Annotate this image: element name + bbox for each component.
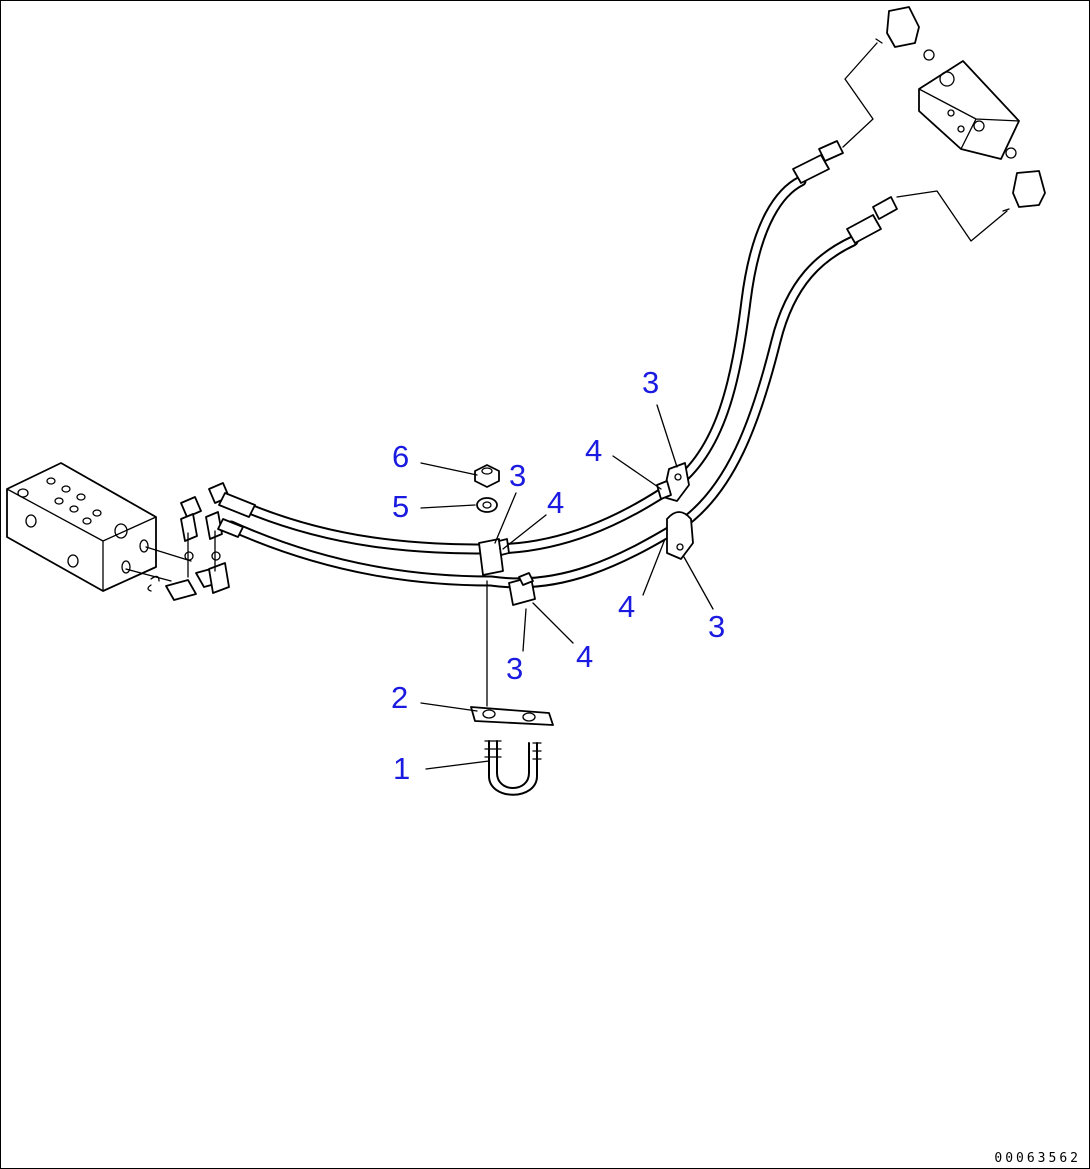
u-bolt-part-1 [484,740,542,796]
washer-part-5 [476,497,498,513]
nut-part-6 [474,464,500,488]
clamp-lower-right [666,511,694,560]
callout-4-middle-lower: 4 [576,639,593,674]
left-valve-block [6,462,160,592]
clamp-middle-lower [508,572,536,606]
drawing-code: 00063562 [994,1151,1081,1166]
callout-1: 1 [393,751,410,786]
right-valve-block [842,6,1046,242]
callout-3-upper-right: 3 [642,365,659,400]
callout-4-middle-upper: 4 [547,485,564,520]
clamp-middle-upper [478,538,510,576]
plate-part-2 [470,706,554,726]
callouts: 1 2 3 3 3 3 4 4 4 4 5 6 [391,365,725,786]
callout-4-lower-right: 4 [618,589,635,624]
left-fittings [125,482,230,601]
callout-5: 5 [392,489,409,524]
callout-3-lower-right: 3 [708,609,725,644]
leader-lines [420,404,714,770]
hydraulic-hoses [225,175,859,589]
callout-4-upper-right: 4 [585,433,602,468]
callout-3-middle-lower: 3 [506,651,523,686]
hose-end-fittings [217,140,898,538]
callout-3-middle-upper: 3 [509,458,526,493]
callout-6: 6 [392,439,409,474]
clamp-upper-right [656,462,690,502]
callout-2: 2 [391,680,408,715]
